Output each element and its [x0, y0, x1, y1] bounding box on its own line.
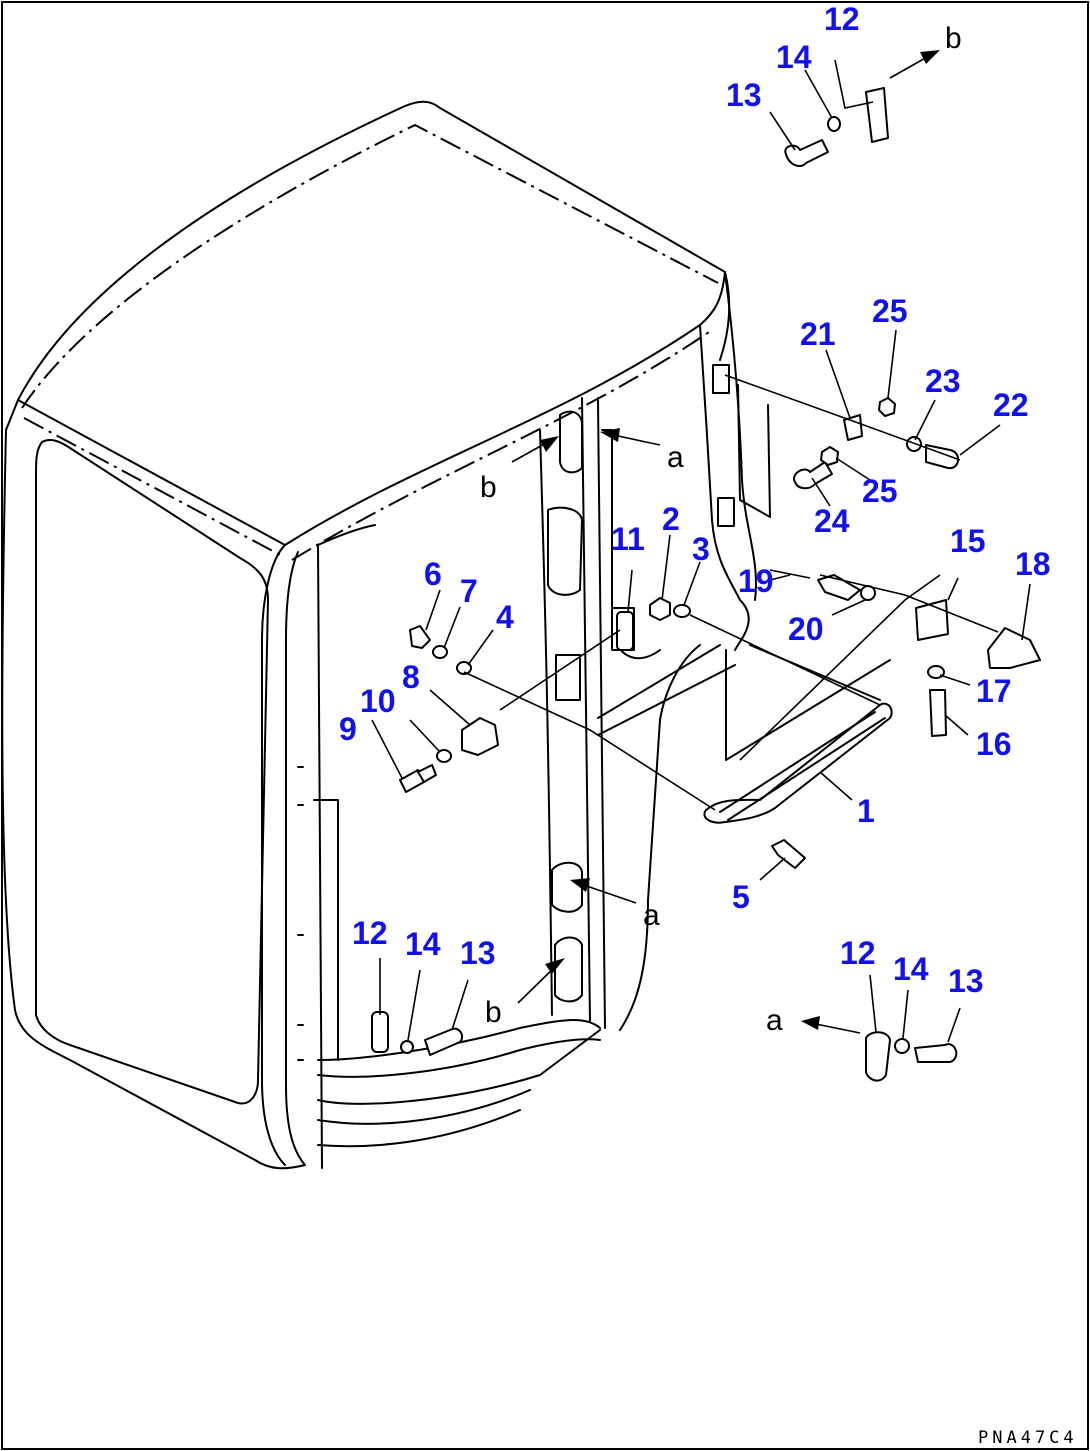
callout-22: 22: [993, 387, 1029, 423]
callout-12-right: 12: [840, 935, 876, 971]
callout-12-left: 12: [352, 915, 388, 951]
callout-14-top: 14: [776, 39, 812, 75]
leader-lines: [371, 51, 1031, 1043]
callout-23: 23: [925, 363, 961, 399]
callout-12-top: 12: [824, 1, 860, 37]
callout-25-upper: 25: [872, 293, 908, 329]
callout-6: 6: [424, 556, 442, 592]
callout-2: 2: [662, 501, 680, 537]
callout-5: 5: [732, 879, 750, 915]
callout-19: 19: [738, 563, 774, 599]
view-ref-b-lower: b: [485, 996, 502, 1029]
callout-13-left: 13: [460, 935, 496, 971]
callout-17: 17: [976, 673, 1012, 709]
callout-8: 8: [402, 659, 420, 695]
view-ref-b-top-right: b: [945, 22, 962, 55]
callout-9: 9: [339, 711, 357, 747]
part-callouts: 12 14 13 21 25 23 22 25 24 11 2 3 19 15 …: [339, 1, 1051, 999]
callout-20: 20: [788, 611, 824, 647]
callout-13-top: 13: [726, 77, 762, 113]
callout-4: 4: [496, 599, 514, 635]
callout-14-right: 14: [893, 951, 929, 987]
fastener-parts: [371, 87, 1041, 1082]
callout-7: 7: [460, 573, 478, 609]
callout-11: 11: [611, 521, 645, 557]
callout-18: 18: [1015, 546, 1051, 582]
callout-3: 3: [692, 531, 710, 567]
callout-15: 15: [950, 523, 986, 559]
callout-25-lower: 25: [862, 473, 898, 509]
callout-24: 24: [814, 503, 850, 539]
view-ref-b-upper: b: [480, 471, 497, 504]
callout-16: 16: [976, 726, 1012, 762]
cab-body: [1, 100, 891, 1170]
callout-13-right: 13: [948, 963, 984, 999]
view-ref-a-upper: a: [667, 441, 684, 474]
callout-10: 10: [360, 683, 396, 719]
view-ref-a-bottom-right: a: [766, 1004, 783, 1037]
drawing-code: PNA47C4: [978, 1428, 1078, 1448]
callout-21: 21: [800, 316, 836, 352]
callout-14-left: 14: [405, 926, 441, 962]
callout-1: 1: [857, 793, 875, 829]
view-ref-a-lower: a: [643, 899, 660, 932]
view-arrowheads: [540, 50, 940, 1030]
